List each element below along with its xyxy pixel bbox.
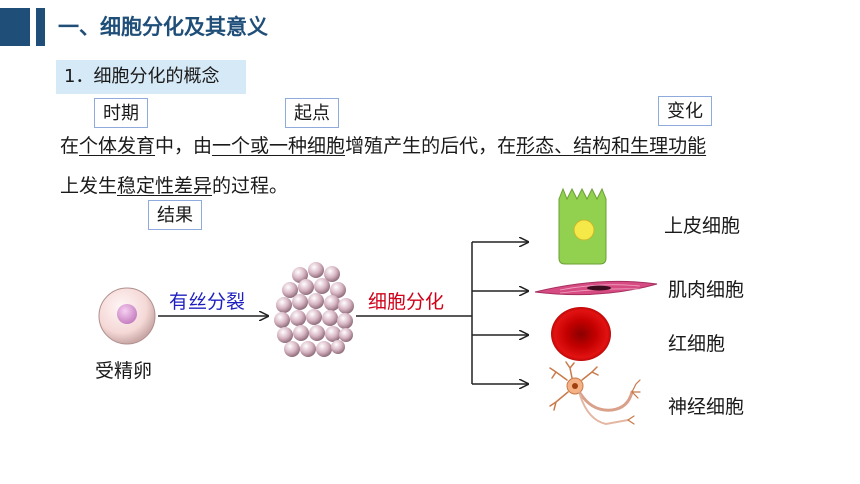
underlined-one-cell: 一个或一种细胞 (212, 135, 346, 157)
text-segment: 的过程。 (212, 175, 289, 197)
tag-result: 结果 (148, 200, 202, 230)
text-segment: 在 (60, 135, 80, 157)
neuron-icon (549, 361, 641, 426)
subheading: 1．细胞分化的概念 (56, 60, 246, 94)
text-segment: 中，由 (155, 135, 213, 157)
epithelial-cell-icon (558, 187, 607, 265)
fertilized-egg-icon (98, 287, 156, 345)
differentiation-label: 细胞分化 (368, 291, 445, 313)
red-blood-cell-label: 红细胞 (668, 333, 726, 355)
epithelial-cell-label: 上皮细胞 (664, 215, 741, 237)
heading-accent-bar-thin (36, 8, 45, 46)
red-blood-cell-icon (551, 307, 611, 361)
cell-cluster-icon (274, 262, 354, 357)
neuron-label: 神经细胞 (668, 396, 745, 418)
mitosis-label: 有丝分裂 (169, 291, 246, 313)
tag-change: 变化 (658, 96, 712, 126)
heading-accent-bar (0, 8, 30, 46)
text-segment: 上发生 (60, 175, 118, 197)
tag-origin: 起点 (285, 98, 339, 128)
underlined-individual-development: 个体发育 (79, 135, 156, 157)
text-segment: 增殖产生的后代，在 (345, 135, 517, 157)
underlined-form-structure-function: 形态、结构和生理功能 (516, 135, 707, 157)
section-heading: 一、细胞分化及其意义 (58, 15, 268, 39)
definition-line-2: 上发生稳定性差异的过程。 (60, 172, 288, 200)
fertilized-egg-label: 受精卵 (95, 360, 153, 382)
muscle-cell-label: 肌肉细胞 (668, 279, 745, 301)
tag-period: 时期 (94, 98, 148, 128)
muscle-cell-icon (534, 280, 658, 296)
definition-line-1: 在个体发育中，由一个或一种细胞增殖产生的后代，在形态、结构和生理功能 (60, 132, 706, 160)
underlined-stable-difference: 稳定性差异 (117, 175, 213, 197)
